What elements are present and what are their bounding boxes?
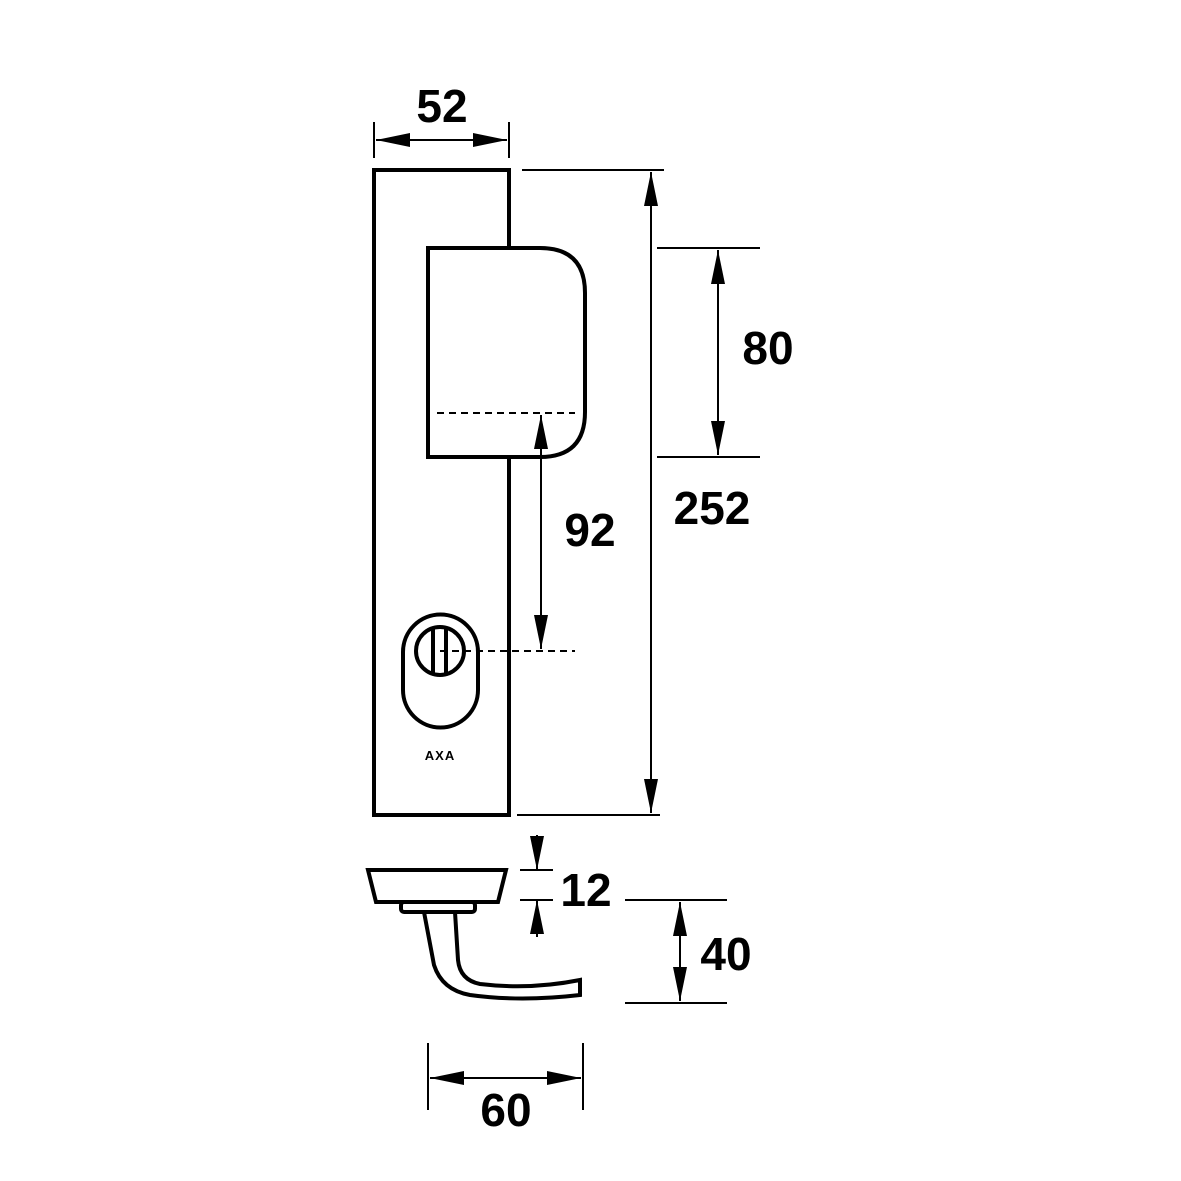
dimension-label-12: 12: [560, 864, 611, 916]
dimension-label-40: 40: [700, 928, 751, 980]
dimension-plate-height: 252: [517, 169, 751, 816]
dimension-plate-width: 52: [373, 80, 510, 158]
dimension-label-52: 52: [416, 80, 467, 132]
lever-handle-side-view: [365, 868, 582, 1001]
dimension-label-60: 60: [480, 1084, 531, 1136]
cylinder-rotor: [414, 625, 466, 677]
dimension-label-80: 80: [742, 322, 793, 374]
dimension-label-252: 252: [674, 482, 751, 534]
cylinder-escutcheon: AXA: [401, 612, 480, 763]
dimension-shield-height: 80: [657, 247, 794, 458]
brand-logo-text: AXA: [425, 748, 455, 763]
dimension-center-distance: 92: [534, 415, 616, 649]
dimension-handle-length: 60: [427, 1043, 584, 1136]
dimension-base-thickness: 12: [520, 835, 612, 937]
door-plate: [372, 168, 587, 817]
lever-shield: [426, 246, 587, 459]
dimension-handle-projection: 40: [625, 899, 752, 1004]
dimension-label-92: 92: [564, 504, 615, 556]
